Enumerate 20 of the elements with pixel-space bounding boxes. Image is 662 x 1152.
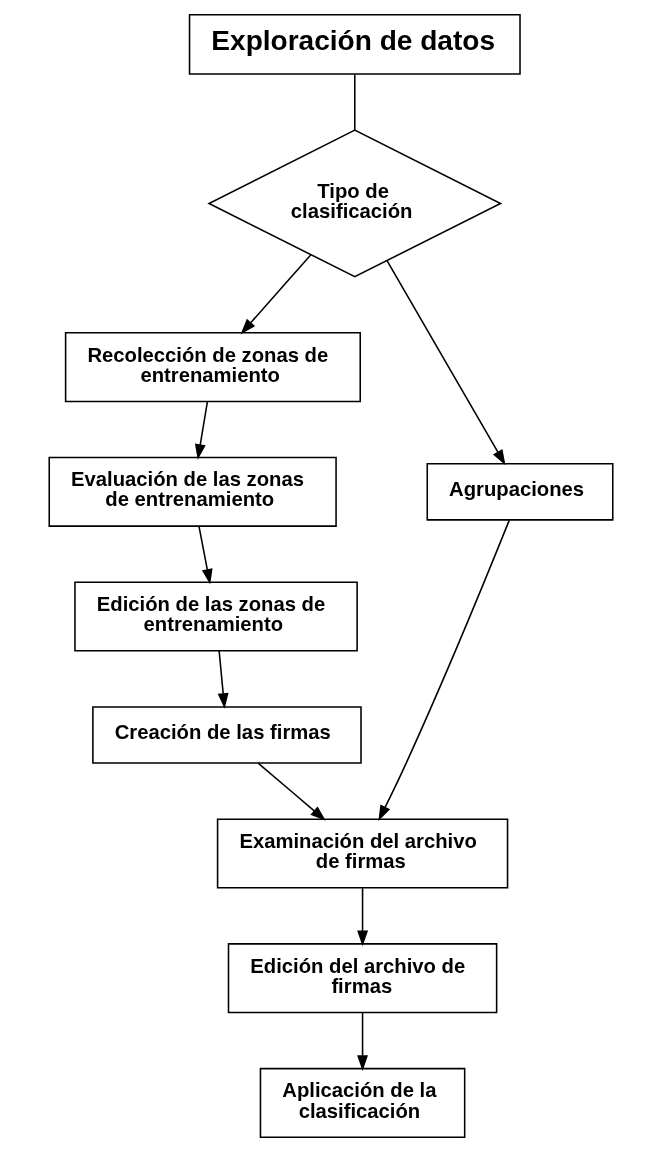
arrow	[386, 259, 506, 466]
arrow	[198, 525, 213, 585]
arrow	[257, 762, 326, 821]
arrow	[357, 887, 369, 947]
node-box: Creación de las firmas	[92, 706, 362, 764]
node-diamond: Tipo de clasificación	[207, 129, 503, 278]
arrow	[378, 519, 510, 821]
connector	[354, 73, 356, 131]
node-box: Aplicación de la clasificación	[259, 1067, 466, 1138]
node-box: Edición de las zonas de entrenamiento	[74, 581, 358, 652]
node-box: Evaluación de las zonas de entrenamiento	[48, 456, 337, 527]
node-box: Edición del archivo de firmas	[227, 943, 498, 1014]
node-box: Examinación del archivo de firmas	[216, 818, 509, 889]
arrow	[217, 650, 229, 709]
node-box: Agrupaciones	[426, 463, 614, 521]
node-box: Exploración de datos	[188, 14, 521, 75]
arrow	[357, 1012, 369, 1071]
arrow	[194, 401, 209, 460]
arrow	[240, 254, 312, 335]
node-box: Recolección de zonas de entrenamiento	[64, 332, 361, 403]
